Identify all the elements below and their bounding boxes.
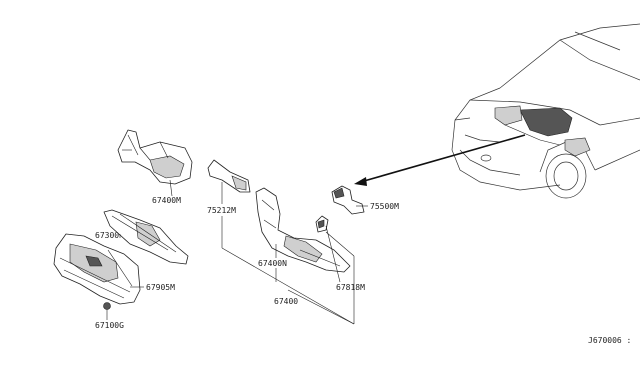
part-67400M-shape bbox=[117, 129, 193, 185]
label-75500M: 75500M bbox=[370, 202, 399, 211]
part-75212M-shape bbox=[207, 159, 251, 193]
vehicle-illustration bbox=[451, 23, 640, 199]
part-67400N-shape bbox=[255, 187, 351, 273]
diagram-id: J670006 : bbox=[588, 336, 631, 345]
group-bracket-lines bbox=[221, 216, 355, 325]
label-67400M: 67400M bbox=[152, 196, 181, 205]
location-arrow bbox=[354, 134, 526, 186]
engine-bay-parts bbox=[494, 105, 591, 157]
label-75212M: 75212M bbox=[207, 206, 236, 215]
label-67300: 67300 bbox=[95, 231, 119, 240]
part-75500M-shape bbox=[331, 185, 365, 215]
label-67905M: 67905M bbox=[146, 283, 175, 292]
part-67100G-shape bbox=[103, 302, 111, 316]
label-67100G: 67100G bbox=[95, 321, 124, 330]
part-67818M-shape bbox=[315, 215, 329, 233]
part-67905M-shape bbox=[53, 233, 141, 305]
label-67400: 67400 bbox=[274, 297, 298, 306]
label-67818M: 67818M bbox=[336, 283, 365, 292]
leader-67400M bbox=[169, 179, 173, 197]
label-67400N: 67400N bbox=[258, 259, 287, 268]
part-67300-shape bbox=[103, 209, 189, 265]
